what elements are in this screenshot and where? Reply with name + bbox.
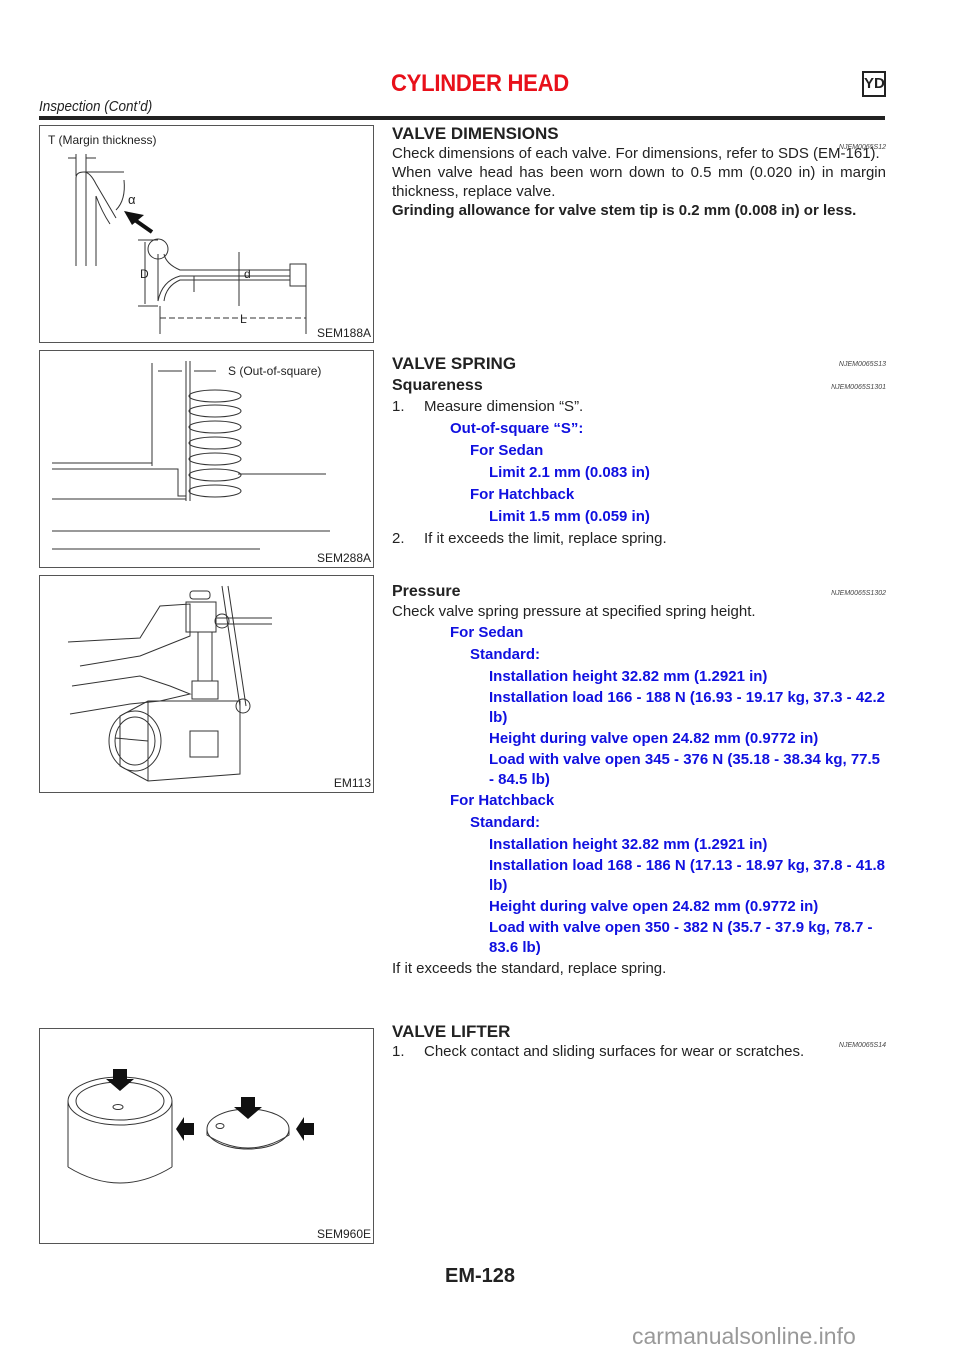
spec-standard: Standard: <box>470 646 541 663</box>
svg-text:S (Out-of-square): S (Out-of-square) <box>228 364 321 378</box>
figure-valve-dimensions: T (Margin thickness) α D d L SEM1 <box>39 125 374 343</box>
figure-valve-lifter: SEM960E <box>39 1028 374 1244</box>
spec-label: For Hatchback <box>470 486 575 503</box>
figure-code: SEM960E <box>316 1227 371 1241</box>
section-valve-spring: VALVE SPRING NJEM0065S13 Squareness NJEM… <box>392 354 886 550</box>
spec-value: Installation load 166 - 188 N (16.93 - 1… <box>489 689 886 726</box>
figure-code: SEM288A <box>316 551 371 565</box>
spec-standard: Standard: <box>470 814 541 831</box>
spec-label: For Hatchback <box>450 792 555 809</box>
reference-code: NJEM0065S13 <box>838 361 886 368</box>
paragraph: If it exceeds the standard, replace spri… <box>392 960 667 977</box>
spec-title: Out-of-square “S”: <box>450 420 584 437</box>
spec-value: Installation load 168 - 186 N (17.13 - 1… <box>489 857 886 894</box>
spring-squareness-diagram-icon: S (Out-of-square) <box>52 361 330 550</box>
figure-spring-tester: EM113 <box>39 575 374 793</box>
step-item: 1.Check contact and sliding surfaces for… <box>392 1043 805 1060</box>
spec-value: Limit 1.5 mm (0.059 in) <box>489 508 650 525</box>
paragraph-bold: Grinding allowance for valve stem tip is… <box>392 202 857 219</box>
page-subtitle: Inspection (Cont’d) <box>39 98 153 115</box>
svg-text:d: d <box>244 267 251 281</box>
svg-text:T (Margin thickness): T (Margin thickness) <box>48 133 156 147</box>
spec-label: For Sedan <box>470 442 544 459</box>
valve-diagram-icon: T (Margin thickness) α D d L <box>48 133 307 334</box>
figure-spring-squareness: S (Out-of-square) SEM288A <box>39 350 374 568</box>
reference-code: NJEM0065S1302 <box>831 590 886 597</box>
subsection-heading: Pressure <box>392 583 461 600</box>
section-heading: VALVE DIMENSIONS <box>392 124 559 143</box>
spec-value: Installation height 32.82 mm (1.2921 in) <box>489 668 768 685</box>
svg-text:D: D <box>140 267 149 281</box>
svg-text:α: α <box>128 192 136 207</box>
step-item: 1.Measure dimension “S”. <box>392 398 584 415</box>
valve-lifter-diagram-icon <box>67 1069 314 1184</box>
spec-value: Height during valve open 24.82 mm (0.977… <box>489 730 819 747</box>
engine-badge: YD <box>862 71 886 97</box>
spec-value: Height during valve open 24.82 mm (0.977… <box>489 898 819 915</box>
step-item: 2.If it exceeds the limit, replace sprin… <box>392 530 667 547</box>
paragraph: When valve head has been worn down to 0.… <box>392 164 886 200</box>
reference-code: NJEM0065S12 <box>838 144 886 151</box>
section-valve-lifter: VALVE LIFTER NJEM0065S14 1.Check contact… <box>392 1022 886 1062</box>
paragraph: Check dimensions of each valve. For dime… <box>392 145 880 162</box>
figure-code: SEM188A <box>316 326 371 340</box>
paragraph: Check valve spring pressure at specified… <box>392 603 756 620</box>
reference-code: NJEM0065S14 <box>838 1042 886 1049</box>
header-rule <box>39 116 885 120</box>
spec-value: Load with valve open 345 - 376 N (35.18 … <box>489 751 881 788</box>
page-number: EM-128 <box>444 1265 516 1287</box>
spec-value: Load with valve open 350 - 382 N (35.7 -… <box>489 919 873 956</box>
section-pressure: Pressure NJEM0065S1302 Check valve sprin… <box>392 582 886 980</box>
figure-code: EM113 <box>333 776 371 790</box>
spec-label: For Sedan <box>450 624 524 641</box>
watermark-link[interactable]: carmanualsonline.info <box>632 1323 856 1349</box>
section-heading: VALVE LIFTER <box>392 1022 511 1041</box>
spec-value: Limit 2.1 mm (0.083 in) <box>489 464 650 481</box>
subsection-heading: Squareness <box>392 377 483 394</box>
spring-tester-diagram-icon <box>67 585 272 782</box>
section-valve-dimensions: VALVE DIMENSIONS NJEM0065S12 Check dimen… <box>392 124 886 220</box>
reference-code: NJEM0065S1301 <box>831 384 886 391</box>
page-title: CYLINDER HEAD <box>391 70 569 97</box>
svg-text:L: L <box>240 312 247 326</box>
spec-value: Installation height 32.82 mm (1.2921 in) <box>489 836 768 853</box>
section-heading: VALVE SPRING <box>392 354 517 373</box>
